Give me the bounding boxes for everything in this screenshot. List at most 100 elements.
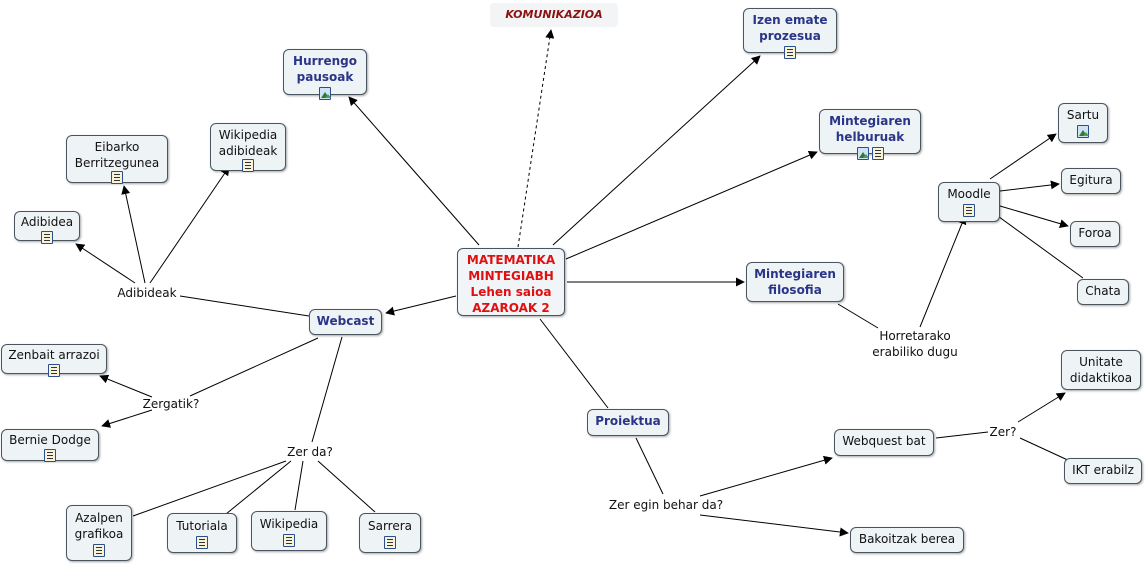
- wikipedia-adibideak-label-1: Wikipedia: [218, 128, 278, 142]
- zergatik-node[interactable]: Zergatik?: [138, 396, 204, 414]
- bernie-dodge-node[interactable]: Bernie Dodge: [1, 429, 99, 462]
- komunikazioa-node[interactable]: KOMUNIKAZIOA: [490, 3, 618, 27]
- link-webcast-adibideak: [179, 295, 310, 317]
- zer-label: Zer?: [989, 425, 1017, 439]
- zer-node[interactable]: Zer?: [986, 424, 1020, 442]
- hurrengo-label-2: pausoak: [296, 70, 354, 84]
- unitate-node[interactable]: Unitate didaktikoa: [1061, 350, 1141, 390]
- adibidea-label: Adibidea: [20, 215, 74, 229]
- link-zergatik-zenbait: [99, 374, 153, 398]
- webcast-label: Webcast: [316, 314, 375, 328]
- link-moodle-egitura: [999, 180, 1060, 192]
- chata-node[interactable]: Chata: [1077, 279, 1129, 305]
- image-icon[interactable]: [1077, 125, 1089, 138]
- proiektua-node[interactable]: Proiektua: [587, 409, 669, 436]
- link-moodle-foroa: [999, 205, 1069, 229]
- link-adibideak-wikipedia: [149, 166, 230, 284]
- adibideak-node[interactable]: Adibideak: [112, 285, 182, 303]
- azalpen-grafikoa-node[interactable]: Azalpen grafikoa: [66, 505, 132, 561]
- hurrengo-label-1: Hurrengo: [293, 54, 357, 68]
- image-icon[interactable]: [319, 87, 331, 100]
- izen-label-2: prozesua: [759, 29, 821, 43]
- zenbait-arrazoi-node[interactable]: Zenbait arrazoi: [1, 344, 107, 377]
- link-filosofia-horretarako: [837, 303, 879, 329]
- zer-da-node[interactable]: Zer da?: [282, 444, 338, 462]
- image-icon[interactable]: [856, 147, 869, 160]
- webquest-node[interactable]: Webquest bat: [834, 429, 934, 456]
- horretarako-node[interactable]: Horretarako erabiliko dugu: [860, 328, 970, 360]
- document-icon[interactable]: [242, 159, 254, 172]
- central-topic[interactable]: MATEMATIKA MINTEGIABH Lehen saioa AZAROA…: [457, 248, 565, 316]
- filosofia-label-2: filosofia: [768, 283, 822, 297]
- sarrera-label: Sarrera: [367, 519, 413, 533]
- moodle-node[interactable]: Moodle: [938, 182, 1000, 222]
- zenbait-label: Zenbait arrazoi: [8, 348, 100, 362]
- link-zerda-tutoriala: [225, 460, 292, 515]
- azalpen-label-1: Azalpen: [75, 511, 123, 525]
- horretarako-label-2: erabiliko dugu: [872, 345, 958, 359]
- mintegiaren-filosofia-node[interactable]: Mintegiaren filosofia: [746, 262, 844, 302]
- bakoitzak-label: Bakoitzak berea: [858, 532, 956, 546]
- document-icon[interactable]: [283, 534, 295, 547]
- link-proiektua-zeregin: [635, 437, 664, 495]
- link-center-webcast: [385, 295, 457, 316]
- link-center-helburuak: [565, 151, 818, 260]
- document-icon[interactable]: [963, 204, 975, 217]
- ikt-node[interactable]: IKT erabilz: [1064, 458, 1142, 484]
- sartu-label: Sartu: [1066, 108, 1100, 122]
- sarrera-node[interactable]: Sarrera: [359, 513, 421, 553]
- document-icon[interactable]: [48, 364, 60, 377]
- tutoriala-label: Tutoriala: [176, 519, 228, 533]
- moodle-label: Moodle: [947, 187, 991, 201]
- unitate-label-2: didaktikoa: [1069, 371, 1133, 385]
- document-icon[interactable]: [111, 171, 123, 184]
- unitate-label-1: Unitate: [1079, 355, 1123, 369]
- document-icon[interactable]: [41, 231, 53, 244]
- foroa-node[interactable]: Foroa: [1070, 221, 1120, 247]
- link-zerda-wikipedia: [294, 460, 304, 511]
- document-icon[interactable]: [871, 147, 884, 160]
- zer-egin-label: Zer egin behar da?: [608, 498, 724, 512]
- zergatik-label: Zergatik?: [142, 397, 200, 411]
- eibarko-label-1: Eibarko: [94, 140, 140, 154]
- link-moodle-sartu: [989, 133, 1057, 180]
- document-icon[interactable]: [196, 536, 208, 549]
- webcast-node[interactable]: Webcast: [309, 309, 382, 335]
- tutoriala-node[interactable]: Tutoriala: [167, 513, 237, 553]
- helburuak-label-2: helburuak: [835, 130, 905, 144]
- izen-label-1: Izen emate: [752, 13, 828, 27]
- central-line-1: MATEMATIKA: [466, 253, 556, 267]
- izen-emate-node[interactable]: Izen emate prozesua: [743, 8, 837, 59]
- wikipedia-adibideak-node[interactable]: Wikipedia adibideak: [210, 123, 286, 172]
- mintegiaren-helburuak-node[interactable]: Mintegiaren helburuak: [819, 109, 921, 160]
- link-center-izen: [552, 55, 761, 246]
- bakoitzak-node[interactable]: Bakoitzak berea: [850, 527, 964, 553]
- proiektua-label: Proiektua: [595, 414, 661, 428]
- central-line-3: Lehen saioa: [470, 285, 552, 299]
- hurrengo-pausoak-node[interactable]: Hurrengo pausoak: [283, 49, 367, 100]
- zer-egin-node[interactable]: Zer egin behar da?: [604, 497, 728, 515]
- sartu-node[interactable]: Sartu: [1058, 103, 1108, 143]
- egitura-node[interactable]: Egitura: [1061, 168, 1121, 194]
- link-zeregin-webquest: [699, 455, 833, 497]
- link-zer-ikt: [1019, 437, 1073, 463]
- helburuak-label-1: Mintegiaren: [829, 114, 911, 128]
- komunikazioa-label: KOMUNIKAZIOA: [505, 8, 603, 21]
- azalpen-label-2: grafikoa: [74, 527, 124, 541]
- link-zerda-azalpen: [132, 460, 287, 517]
- document-icon[interactable]: [93, 544, 105, 557]
- ikt-label: IKT erabilz: [1072, 463, 1134, 477]
- link-webcast-zerda: [311, 336, 343, 443]
- document-icon[interactable]: [784, 46, 796, 59]
- document-icon[interactable]: [384, 536, 396, 549]
- wikipedia-node[interactable]: Wikipedia: [251, 511, 327, 551]
- eibarko-node[interactable]: Eibarko Berritzegunea: [66, 135, 168, 184]
- chata-label: Chata: [1085, 284, 1121, 298]
- link-zerda-sarrera: [317, 460, 376, 513]
- link-horretarako-moodle: [919, 215, 967, 328]
- adibidea-node[interactable]: Adibidea: [14, 211, 80, 244]
- link-zergatik-bernie: [101, 409, 153, 428]
- link-adibideak-adibidea: [75, 243, 136, 284]
- document-icon[interactable]: [44, 449, 56, 462]
- filosofia-label-1: Mintegiaren: [754, 267, 836, 281]
